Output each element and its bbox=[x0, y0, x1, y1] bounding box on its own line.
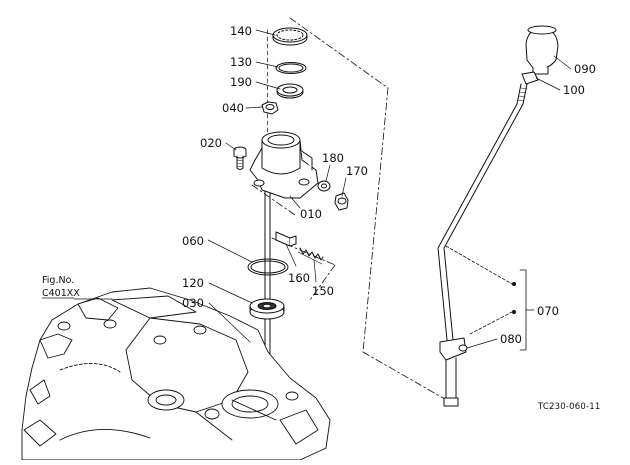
label-130: 130 bbox=[230, 55, 252, 69]
part-labels: 140 130 190 040 020 180 170 010 060 160 … bbox=[182, 24, 596, 346]
part-090-knob bbox=[525, 25, 559, 75]
part-060-o-ring bbox=[247, 258, 289, 276]
label-160: 160 bbox=[288, 271, 310, 285]
label-150: 150 bbox=[312, 284, 334, 298]
part-140-seal bbox=[272, 27, 308, 46]
label-100: 100 bbox=[563, 83, 585, 97]
part-100-nut bbox=[521, 71, 539, 85]
leader-lines bbox=[73, 29, 572, 349]
label-170: 170 bbox=[346, 164, 368, 178]
part-150-spring bbox=[297, 247, 324, 265]
shift-shaft bbox=[264, 29, 271, 381]
part-190-washer bbox=[276, 83, 304, 99]
transmission-case bbox=[21, 287, 331, 461]
part-010-housing bbox=[249, 131, 319, 199]
label-020: 020 bbox=[200, 136, 222, 150]
figure-ref-line2: C401XX bbox=[42, 288, 80, 299]
dash-frame-lines bbox=[251, 17, 451, 403]
image-code: TC230-060-11 bbox=[537, 402, 600, 412]
part-160-pin bbox=[275, 231, 297, 247]
part-070-bracket bbox=[445, 245, 535, 351]
label-090: 090 bbox=[574, 62, 596, 76]
part-120-bearing bbox=[249, 298, 285, 320]
label-120: 120 bbox=[182, 276, 204, 290]
label-040: 040 bbox=[222, 101, 244, 115]
part-040-nut bbox=[261, 101, 279, 115]
part-020-bolt bbox=[233, 146, 247, 170]
label-180: 180 bbox=[322, 151, 344, 165]
part-080-clamp bbox=[439, 337, 468, 361]
shift-lever bbox=[437, 25, 559, 407]
figure-ref-line1: Fig.No. bbox=[42, 275, 74, 286]
part-170-plug bbox=[334, 192, 349, 211]
part-180-washer bbox=[317, 180, 331, 192]
label-030: 030 bbox=[182, 296, 204, 310]
label-070: 070 bbox=[537, 304, 559, 318]
label-140: 140 bbox=[230, 24, 252, 38]
label-010: 010 bbox=[300, 207, 322, 221]
label-190: 190 bbox=[230, 75, 252, 89]
part-130-snap-ring bbox=[275, 62, 307, 74]
figure-reference: Fig.No. C401XX bbox=[42, 275, 80, 299]
label-080: 080 bbox=[500, 332, 522, 346]
label-060: 060 bbox=[182, 234, 204, 248]
